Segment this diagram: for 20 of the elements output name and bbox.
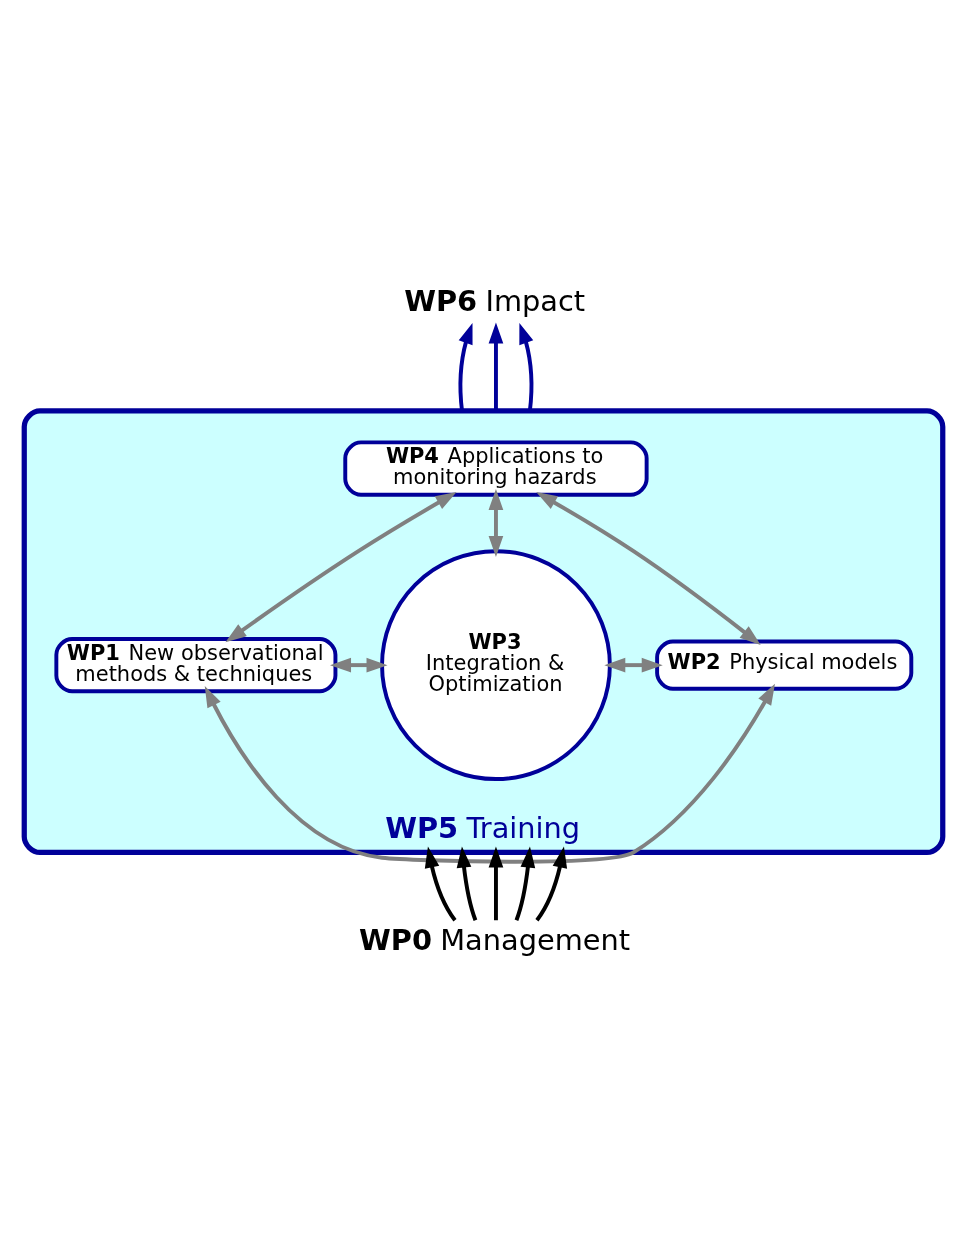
arrow: [519, 322, 534, 412]
node-text: WP6 Impact: [404, 283, 586, 318]
node-box: WP1 New observational methods & techniques: [54, 636, 338, 694]
node-box: WP4 Applications to monitoring hazards: [343, 440, 649, 497]
arrow: [536, 492, 761, 645]
arrow: [458, 322, 473, 412]
arrow: [330, 657, 388, 673]
arrow: [604, 657, 663, 673]
node-text: WP0 Management: [359, 923, 631, 958]
arrow: [514, 846, 536, 921]
arrow: [204, 683, 775, 864]
arrow: [488, 322, 504, 411]
node-circle: WP3 Integration & Optimization: [380, 549, 612, 781]
node-box: WP2 Physical models: [655, 639, 914, 691]
arrow: [456, 846, 478, 921]
arrow: [488, 846, 504, 921]
arrow: [424, 846, 457, 922]
arrow: [225, 492, 457, 643]
arrow: [488, 488, 504, 557]
arrow: [535, 846, 568, 922]
